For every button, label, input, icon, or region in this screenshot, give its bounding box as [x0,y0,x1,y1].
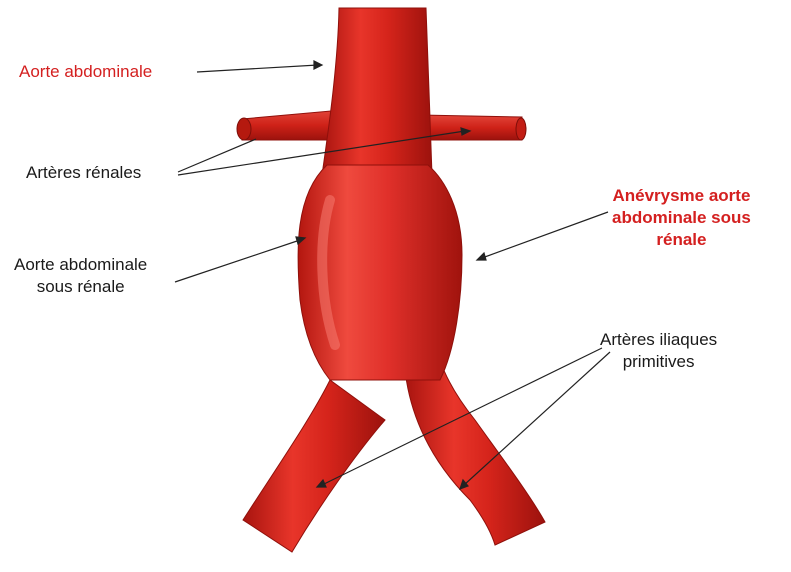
left-iliac-artery [243,380,385,552]
leader-renal-left [178,139,256,172]
label-line: rénale [612,229,751,251]
label-line: abdominale sous [612,207,751,229]
arrowhead [314,61,322,69]
label-aorte-sous-renale: Aorte abdominale sous rénale [14,254,147,298]
label-line: primitives [600,351,717,373]
label-line: Anévrysme aorte [612,185,751,207]
label-arteres-renales: Artères rénales [26,162,141,184]
label-line: sous rénale [14,276,147,298]
label-anevrysme: Anévrysme aorte abdominale sous rénale [612,185,751,251]
label-aorte-abdominale: Aorte abdominale [19,61,152,83]
label-line: Artères iliaques [600,329,717,351]
leader-aorte [197,65,318,72]
right-renal-artery-end [516,118,526,140]
leader-sous-renale [175,240,300,282]
arrowhead [477,253,486,260]
right-renal-artery [420,115,522,140]
right-iliac-artery [405,360,545,545]
leader-anevrysme [482,212,608,258]
label-arteres-iliaques: Artères iliaques primitives [600,329,717,373]
label-line: Aorte abdominale [14,254,147,276]
leader-iliac-right [464,352,610,485]
left-renal-artery-end [237,118,251,140]
